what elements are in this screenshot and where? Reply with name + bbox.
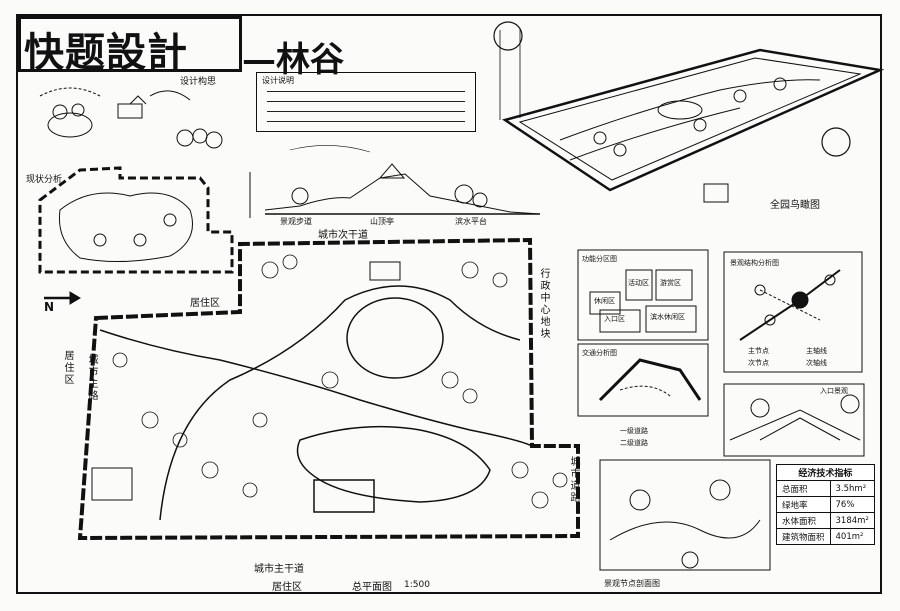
legend-sub-road: 二级道路 bbox=[620, 439, 648, 447]
residential-bottom-label: 居住区 bbox=[272, 582, 302, 593]
road-top-label: 城市次干道 bbox=[318, 230, 368, 241]
page-title: 快题設計 bbox=[24, 29, 188, 76]
legend-secondary-axis: 次轴线 bbox=[806, 359, 827, 367]
bird-view-drawing bbox=[493, 21, 885, 203]
traffic-analysis-label: 交通分析图 bbox=[582, 349, 617, 357]
section-drawing bbox=[249, 145, 541, 218]
legend-main-road: 一级道路 bbox=[620, 427, 648, 435]
node-section-drawing bbox=[599, 459, 771, 571]
sheet-border bbox=[16, 14, 882, 594]
zone-3: 游赏区 bbox=[660, 279, 681, 287]
stats-header: 经济技术指标 bbox=[776, 464, 875, 481]
function-zoning-diagram bbox=[577, 249, 709, 341]
design-analysis-label: 设计构思 bbox=[180, 77, 217, 87]
concept-sketch bbox=[39, 87, 223, 149]
residential-left-label: 居住区 bbox=[62, 350, 73, 386]
zone-5: 滨水休闲区 bbox=[650, 313, 685, 321]
plan-title: 总平面图 bbox=[352, 582, 392, 593]
road-right-label: 城市道路 bbox=[568, 456, 579, 504]
central-lawn bbox=[346, 297, 444, 379]
section-label-b: 山顶亭 bbox=[370, 217, 394, 226]
design-notes-box bbox=[256, 72, 476, 132]
page-subtitle: —林谷 bbox=[242, 40, 344, 80]
function-zoning-label: 功能分区图 bbox=[582, 255, 617, 263]
perspective-label: 入口景观 bbox=[820, 387, 848, 395]
traffic-analysis-diagram bbox=[577, 343, 709, 417]
section-label-a: 景观步道 bbox=[280, 217, 312, 226]
stat-value: 76% bbox=[829, 496, 875, 513]
stat-name: 水体面积 bbox=[776, 512, 831, 529]
zone-4: 入口区 bbox=[604, 315, 625, 323]
site-analysis-label: 现状分析 bbox=[26, 175, 63, 185]
pond bbox=[296, 425, 491, 503]
road-left-label: 城市主路 bbox=[86, 354, 97, 402]
site-analysis-map bbox=[38, 166, 234, 274]
section-label-c: 滨水平台 bbox=[455, 217, 487, 226]
stat-value: 3.5hm² bbox=[829, 480, 875, 497]
stat-value: 401m² bbox=[829, 528, 875, 545]
bird-view-label: 全园鸟瞰图 bbox=[770, 200, 820, 211]
master-plan bbox=[77, 237, 580, 541]
legend-primary: 主节点 bbox=[748, 347, 769, 355]
perspective-sketch bbox=[723, 383, 865, 457]
admin-center-label: 行政中心地块 bbox=[538, 268, 549, 340]
plan-scale: 1:500 bbox=[404, 580, 430, 590]
zone-1: 休闲区 bbox=[594, 297, 615, 305]
stat-name: 绿地率 bbox=[776, 496, 831, 513]
design-notes-label: 设计说明 bbox=[262, 76, 294, 85]
stat-value: 3184m² bbox=[829, 512, 875, 529]
landscape-structure-diagram bbox=[723, 251, 863, 373]
legend-secondary: 次节点 bbox=[748, 359, 769, 367]
north-label: N bbox=[44, 300, 55, 314]
zone-2: 活动区 bbox=[628, 279, 649, 287]
node-section-label: 景观节点剖面图 bbox=[604, 579, 660, 588]
stat-name: 建筑物面积 bbox=[776, 528, 831, 545]
stat-name: 总面积 bbox=[776, 480, 831, 497]
north-arrow bbox=[44, 291, 81, 305]
road-bottom-label: 城市主干道 bbox=[254, 564, 304, 575]
landscape-structure-label: 景观结构分析图 bbox=[730, 259, 779, 267]
residential-top-label: 居住区 bbox=[190, 298, 220, 309]
title-box bbox=[18, 16, 242, 72]
legend-axis: 主轴线 bbox=[806, 347, 827, 355]
